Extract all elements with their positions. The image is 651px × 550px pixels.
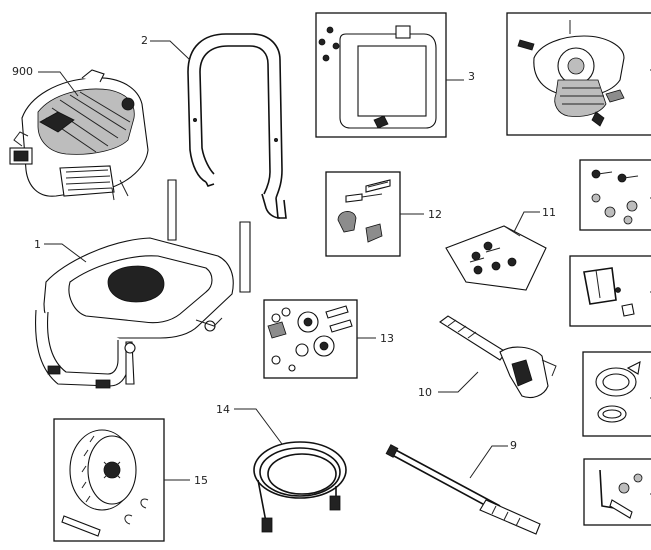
inset-box-fasteners	[579, 159, 651, 231]
inset-box-pump	[506, 12, 651, 136]
bag-11	[445, 225, 547, 291]
engine-900	[9, 69, 149, 201]
callout-11: 11	[542, 206, 556, 219]
callout-15: 15	[194, 474, 208, 487]
callout-14: 14	[216, 403, 230, 416]
hose-14	[253, 441, 347, 533]
handle-2	[187, 33, 287, 219]
callout-2: 2	[141, 34, 148, 47]
callout-12: 12	[428, 208, 442, 221]
frame-1	[35, 179, 251, 389]
inset-box-3	[315, 12, 447, 138]
inset-box-12	[325, 171, 401, 257]
inset-box-13	[263, 299, 358, 379]
callout-3: 3	[468, 70, 475, 83]
inset-box-15	[53, 418, 165, 542]
inset-box-wrench	[583, 458, 651, 526]
callout-10: 10	[418, 386, 432, 399]
inset-box-bracket	[569, 255, 651, 327]
callout-9: 9	[510, 439, 517, 452]
callout-900: 900	[12, 65, 33, 78]
callout-1: 1	[34, 238, 41, 251]
spray-gun-10	[439, 315, 557, 399]
wand-9	[385, 444, 541, 535]
inset-box-cap	[582, 351, 651, 437]
callout-13: 13	[380, 332, 394, 345]
